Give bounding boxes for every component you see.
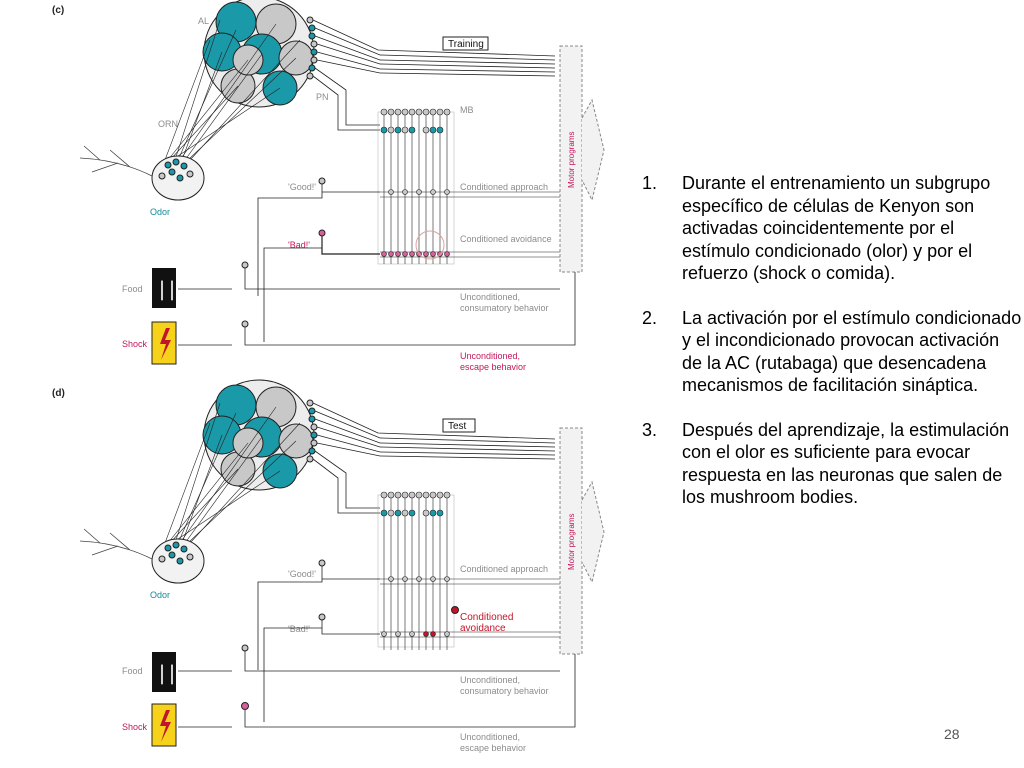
antennal-lobe: [202, 0, 315, 108]
mushroom-body-d: [377, 491, 560, 650]
list-item: 2. La activación por el estímulo condici…: [642, 307, 1022, 397]
fork-knife-icon: ∣∣: [157, 663, 177, 685]
list-item-number: 1.: [642, 173, 658, 193]
fork-knife-icon: ∣∣: [157, 279, 177, 301]
list-item-text: La activación por el estímulo condiciona…: [682, 307, 1022, 396]
escape-label-2: escape behavior: [460, 362, 526, 372]
bad-label: 'Bad!': [288, 624, 310, 634]
al-label: AL: [198, 16, 209, 26]
food-icon: [152, 652, 176, 692]
list-item-number: 3.: [642, 419, 658, 440]
pn-axons: [312, 402, 556, 514]
conditioned-avoidance-label: Conditioned avoidance: [460, 234, 552, 244]
olfactory-learning-diagram: (c) AL PN ORN MB: [52, 0, 605, 753]
test-label: Test: [448, 421, 467, 432]
lightning-icon: [160, 328, 171, 360]
list-item: 1. Durante el entrenamiento un subgrupo …: [642, 172, 1022, 285]
lightning-icon: [160, 710, 171, 742]
mushroom-body-c: [377, 108, 560, 265]
explanation-list: 1. Durante el entrenamiento un subgrupo …: [642, 172, 1022, 531]
orn-fibers: [164, 402, 301, 544]
orn-label: ORN: [158, 119, 178, 129]
orn-cluster: [79, 145, 205, 201]
motor-programs-d: Motor programs: [559, 427, 605, 655]
motor-programs-label: Motor programs: [567, 132, 576, 188]
consumatory-label-2: consumatory behavior: [460, 686, 549, 696]
antennal-lobe: [202, 379, 315, 491]
list-item-text: Durante el entrenamiento un subgrupo esp…: [682, 173, 991, 283]
panel-letter: (c): [52, 5, 64, 16]
pn-axons: [312, 19, 556, 131]
training-box: [442, 36, 489, 51]
consumatory-label-1: Unconditioned,: [460, 292, 520, 302]
motor-programs-label: Motor programs: [567, 514, 576, 570]
mb-label: MB: [460, 105, 474, 115]
odor-label: Odor: [150, 590, 170, 600]
conditioned-avoidance-label-2: avoidance: [460, 623, 506, 634]
consumatory-label-2: consumatory behavior: [460, 303, 549, 313]
bad-label: 'Bad!': [288, 240, 310, 250]
page-number: 28: [944, 726, 960, 742]
conditioned-avoidance-label-1: Conditioned: [460, 612, 513, 623]
shock-label: Shock: [122, 722, 148, 732]
shock-label: Shock: [122, 339, 148, 349]
food-label: Food: [122, 284, 143, 294]
panel-d-test: (d): [52, 379, 605, 753]
list-item-number: 2.: [642, 307, 658, 328]
panel-letter: (d): [52, 388, 65, 399]
motor-programs-c: Motor programs: [559, 45, 605, 273]
odor-label: Odor: [150, 207, 170, 217]
conditioned-approach-label: Conditioned approach: [460, 182, 548, 192]
orn-fibers: [164, 19, 301, 161]
training-label: Training: [448, 39, 484, 50]
food-icon: [152, 268, 176, 308]
orn-cluster: [79, 528, 205, 584]
escape-label-1: Unconditioned,: [460, 732, 520, 742]
good-label: 'Good!': [288, 182, 316, 192]
escape-label-1: Unconditioned,: [460, 351, 520, 361]
good-label: 'Good!': [288, 569, 316, 579]
test-box: [442, 418, 476, 433]
food-label: Food: [122, 666, 143, 676]
conditioned-approach-label: Conditioned approach: [460, 564, 548, 574]
escape-label-2: escape behavior: [460, 743, 526, 753]
list-item: 3. Después del aprendizaje, la estimulac…: [642, 419, 1022, 509]
pn-label: PN: [316, 92, 329, 102]
panel-c-training: (c) AL PN ORN MB: [52, 0, 605, 372]
list-item-text: Después del aprendizaje, la estimulación…: [682, 419, 1010, 508]
consumatory-label-1: Unconditioned,: [460, 675, 520, 685]
